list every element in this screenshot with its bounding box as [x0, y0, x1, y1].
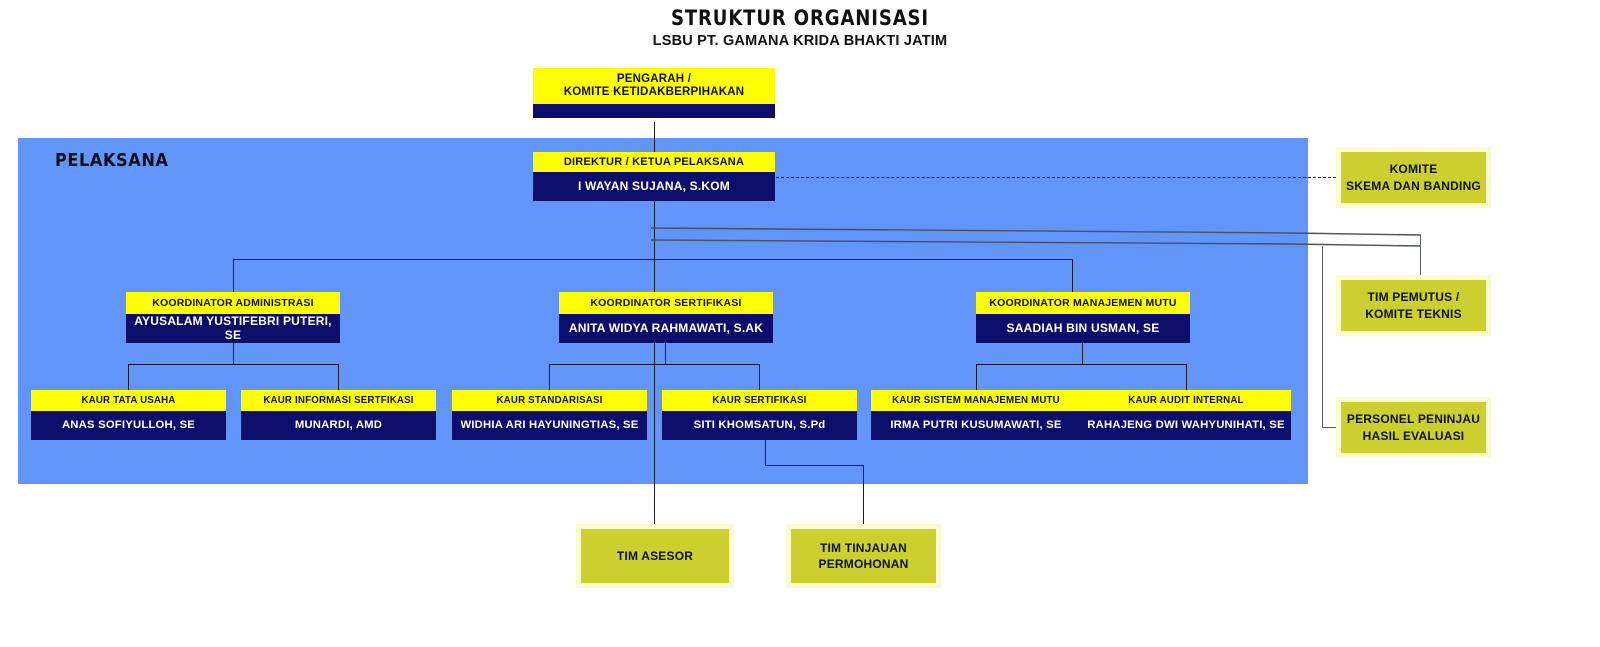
connector-to-personel-vertical — [1322, 246, 1324, 428]
connector-tinjauan-v1 — [765, 440, 767, 466]
box-tim-asesor-line1: TIM ASESOR — [616, 548, 694, 563]
node-kaur-tata-usaha[interactable]: KAUR TATA USAHA ANAS SOFIYULLOH, SE — [31, 390, 226, 440]
node-kaur-sistem-manajemen-mutu-title: KAUR SISTEM MANAJEMEN MUTU — [871, 390, 1081, 411]
box-komite-skema-line2: SKEMA DAN BANDING — [1346, 178, 1481, 193]
page-title: STRUKTUR ORGANISASI — [670, 6, 930, 30]
node-kaur-standarisasi-name: WIDHIA ARI HAYUNINGTIAS, SE — [452, 411, 647, 440]
connector-drop-coord-admin — [233, 259, 235, 292]
connector-pengarah-direktur — [654, 122, 656, 153]
node-kaur-tata-usaha-title: KAUR TATA USAHA — [31, 390, 226, 411]
node-kaur-audit-internal-name: RAHAJENG DWI WAHYUNIHATI, SE — [1081, 411, 1291, 440]
node-pengarah[interactable]: PENGARAH / KOMITE KETIDAKBERPIHAKAN — [533, 68, 775, 118]
node-kaur-audit-internal[interactable]: KAUR AUDIT INTERNAL RAHAJENG DWI WAHYUNI… — [1081, 390, 1291, 440]
connector-tinjauan-v2 — [863, 465, 865, 524]
node-kaur-sertifikasi-title: KAUR SERTIFIKASI — [662, 390, 857, 411]
node-kaur-standarisasi-title: KAUR STANDARISASI — [452, 390, 647, 411]
connector-direktur-spine — [654, 201, 656, 524]
node-kaur-informasi-sertifikasi-title: KAUR INFORMASI SERTFIKASI — [241, 390, 436, 411]
connector-right-slants — [651, 224, 1421, 250]
connector-drop-kaur-std — [549, 364, 551, 390]
node-coord-sert-title: KOORDINATOR SERTIFIKASI — [559, 292, 773, 314]
node-kaur-tata-usaha-name: ANAS SOFIYULLOH, SE — [31, 411, 226, 440]
page-subtitle: LSBU PT. GAMANA KRIDA BHAKTI JATIM — [652, 33, 948, 49]
connector-sert-stem — [665, 343, 667, 365]
box-tim-pemutus-line1: TIM PEMUTUS / — [1367, 290, 1460, 305]
node-kaur-sistem-manajemen-mutu-name: IRMA PUTRI KUSUMAWATI, SE — [871, 411, 1081, 440]
node-direktur-title: DIREKTUR / KETUA PELAKSANA — [533, 152, 775, 172]
node-coord-admin[interactable]: KOORDINATOR ADMINISTRASI AYUSALAM YUSTIF… — [126, 292, 340, 343]
box-tim-pemutus-komite-teknis[interactable]: TIM PEMUTUS / KOMITE TEKNIS — [1336, 275, 1491, 336]
box-tim-tinjauan-permohonan[interactable]: TIM TINJAUAN PERMOHONAN — [786, 524, 941, 588]
node-kaur-sertifikasi[interactable]: KAUR SERTIFIKASI SITI KHOMSATUN, S.Pd — [662, 390, 857, 440]
node-pengarah-title-line2: KOMITE KETIDAKBERPIHAKAN — [563, 86, 745, 98]
node-coord-sert-name: ANITA WIDYA RAHMAWATI, S.AK — [559, 314, 773, 343]
node-kaur-informasi-sertifikasi-name: MUNARDI, AMD — [241, 411, 436, 440]
connector-coordinator-bar — [233, 259, 1073, 261]
connector-drop-coord-mutu — [1072, 259, 1074, 292]
node-pengarah-title: PENGARAH / KOMITE KETIDAKBERPIHAKAN — [533, 68, 775, 104]
connector-drop-kaur-info — [338, 364, 340, 390]
box-tim-tinjauan-line2: PERMOHONAN — [818, 557, 909, 571]
box-personel-line1: PERSONEL PENINJAU — [1346, 412, 1481, 427]
connector-admin-stem — [233, 343, 235, 365]
box-komite-skema-dan-banding[interactable]: KOMITE SKEMA DAN BANDING — [1336, 147, 1491, 208]
box-personel-line2: HASIL EVALUASI — [1362, 428, 1465, 443]
connector-drop-kaur-smm — [976, 364, 978, 390]
node-kaur-informasi-sertifikasi[interactable]: KAUR INFORMASI SERTFIKASI MUNARDI, AMD — [241, 390, 436, 440]
connector-drop-kaur-tu — [128, 364, 130, 390]
node-kaur-sistem-manajemen-mutu[interactable]: KAUR SISTEM MANAJEMEN MUTU IRMA PUTRI KU… — [871, 390, 1081, 440]
box-tim-asesor[interactable]: TIM ASESOR — [576, 524, 734, 588]
pelaksana-label: PELAKSANA — [55, 150, 169, 171]
node-coord-mutu-name: SAADIAH BIN USMAN, SE — [976, 314, 1190, 343]
node-coord-admin-name: AYUSALAM YUSTIFEBRI PUTERI, SE — [126, 314, 340, 343]
connector-to-personel-horizontal — [1322, 427, 1338, 429]
node-kaur-sertifikasi-name: SITI KHOMSATUN, S.Pd — [662, 411, 857, 440]
box-tim-tinjauan-line1: TIM TINJAUAN — [819, 540, 908, 555]
connector-drop-kaur-sertif — [759, 364, 761, 390]
connector-admin-bar — [128, 364, 338, 366]
node-direktur-name: I WAYAN SUJANA, S.KOM — [533, 172, 775, 201]
node-pengarah-title-line1: PENGARAH / — [616, 72, 692, 85]
node-coord-mutu-title: KOORDINATOR MANAJEMEN MUTU — [976, 292, 1190, 314]
connector-sert-bar — [549, 364, 759, 366]
connector-direktur-komite-skema — [776, 177, 1336, 178]
box-komite-skema-line1: KOMITE — [1389, 162, 1438, 177]
connector-mutu-bar — [976, 364, 1186, 366]
connector-tinjauan-h — [765, 465, 864, 467]
node-kaur-standarisasi[interactable]: KAUR STANDARISASI WIDHIA ARI HAYUNINGTIA… — [452, 390, 647, 440]
node-kaur-audit-internal-title: KAUR AUDIT INTERNAL — [1081, 390, 1291, 411]
node-coord-mutu[interactable]: KOORDINATOR MANAJEMEN MUTU SAADIAH BIN U… — [976, 292, 1190, 343]
box-personel-peninjau-hasil-evaluasi[interactable]: PERSONEL PENINJAU HASIL EVALUASI — [1336, 397, 1491, 458]
node-direktur[interactable]: DIREKTUR / KETUA PELAKSANA I WAYAN SUJAN… — [533, 152, 775, 201]
box-tim-pemutus-line2: KOMITE TEKNIS — [1365, 306, 1462, 321]
connector-mutu-stem — [1082, 343, 1084, 365]
connector-to-tim-pemutus — [1420, 235, 1422, 275]
node-coord-admin-title: KOORDINATOR ADMINISTRASI — [126, 292, 340, 314]
node-coord-sert[interactable]: KOORDINATOR SERTIFIKASI ANITA WIDYA RAHM… — [559, 292, 773, 343]
node-pengarah-name — [533, 104, 775, 118]
connector-drop-kaur-audit — [1186, 364, 1188, 390]
